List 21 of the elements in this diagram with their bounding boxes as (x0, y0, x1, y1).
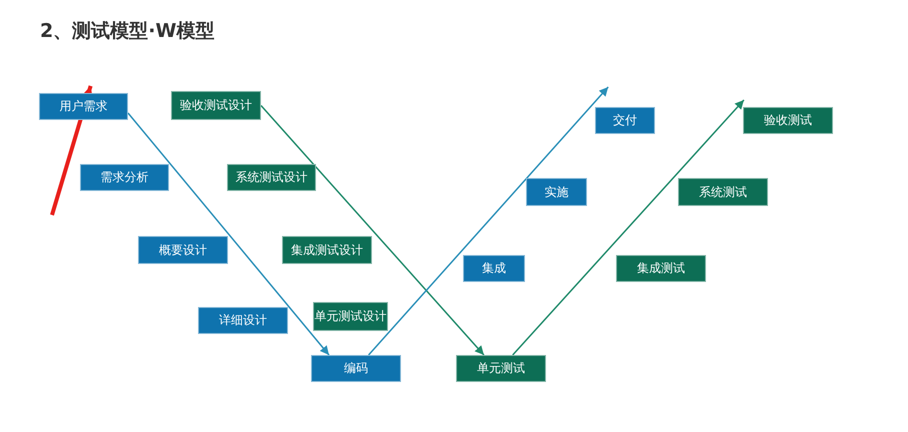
title: 2、测试模型·W模型 (40, 19, 214, 44)
development-stage-box: 概要设计 (138, 236, 228, 264)
test-stage-box: 单元测试 (456, 355, 546, 382)
development-stage-box: 用户需求 (39, 93, 128, 120)
development-stage-box: 集成 (463, 255, 525, 282)
development-stage-box: 需求分析 (80, 164, 169, 191)
development-stage-box: 详细设计 (198, 307, 288, 334)
arrow (368, 86, 609, 356)
test-stage-box: 系统测试 (678, 178, 768, 206)
arrow (127, 112, 330, 356)
test-stage-box: 单元测试设计 (313, 302, 388, 331)
arrow (512, 99, 744, 356)
test-stage-box: 验收测试 (743, 107, 833, 134)
test-stage-box: 验收测试设计 (171, 91, 261, 120)
development-stage-box: 交付 (595, 107, 655, 134)
test-stage-box: 集成测试 (616, 255, 706, 282)
test-stage-box: 集成测试设计 (282, 236, 372, 264)
development-stage-box: 编码 (311, 355, 401, 382)
test-stage-box: 系统测试设计 (227, 164, 316, 191)
development-stage-box: 实施 (526, 178, 587, 206)
arrow (260, 105, 484, 356)
